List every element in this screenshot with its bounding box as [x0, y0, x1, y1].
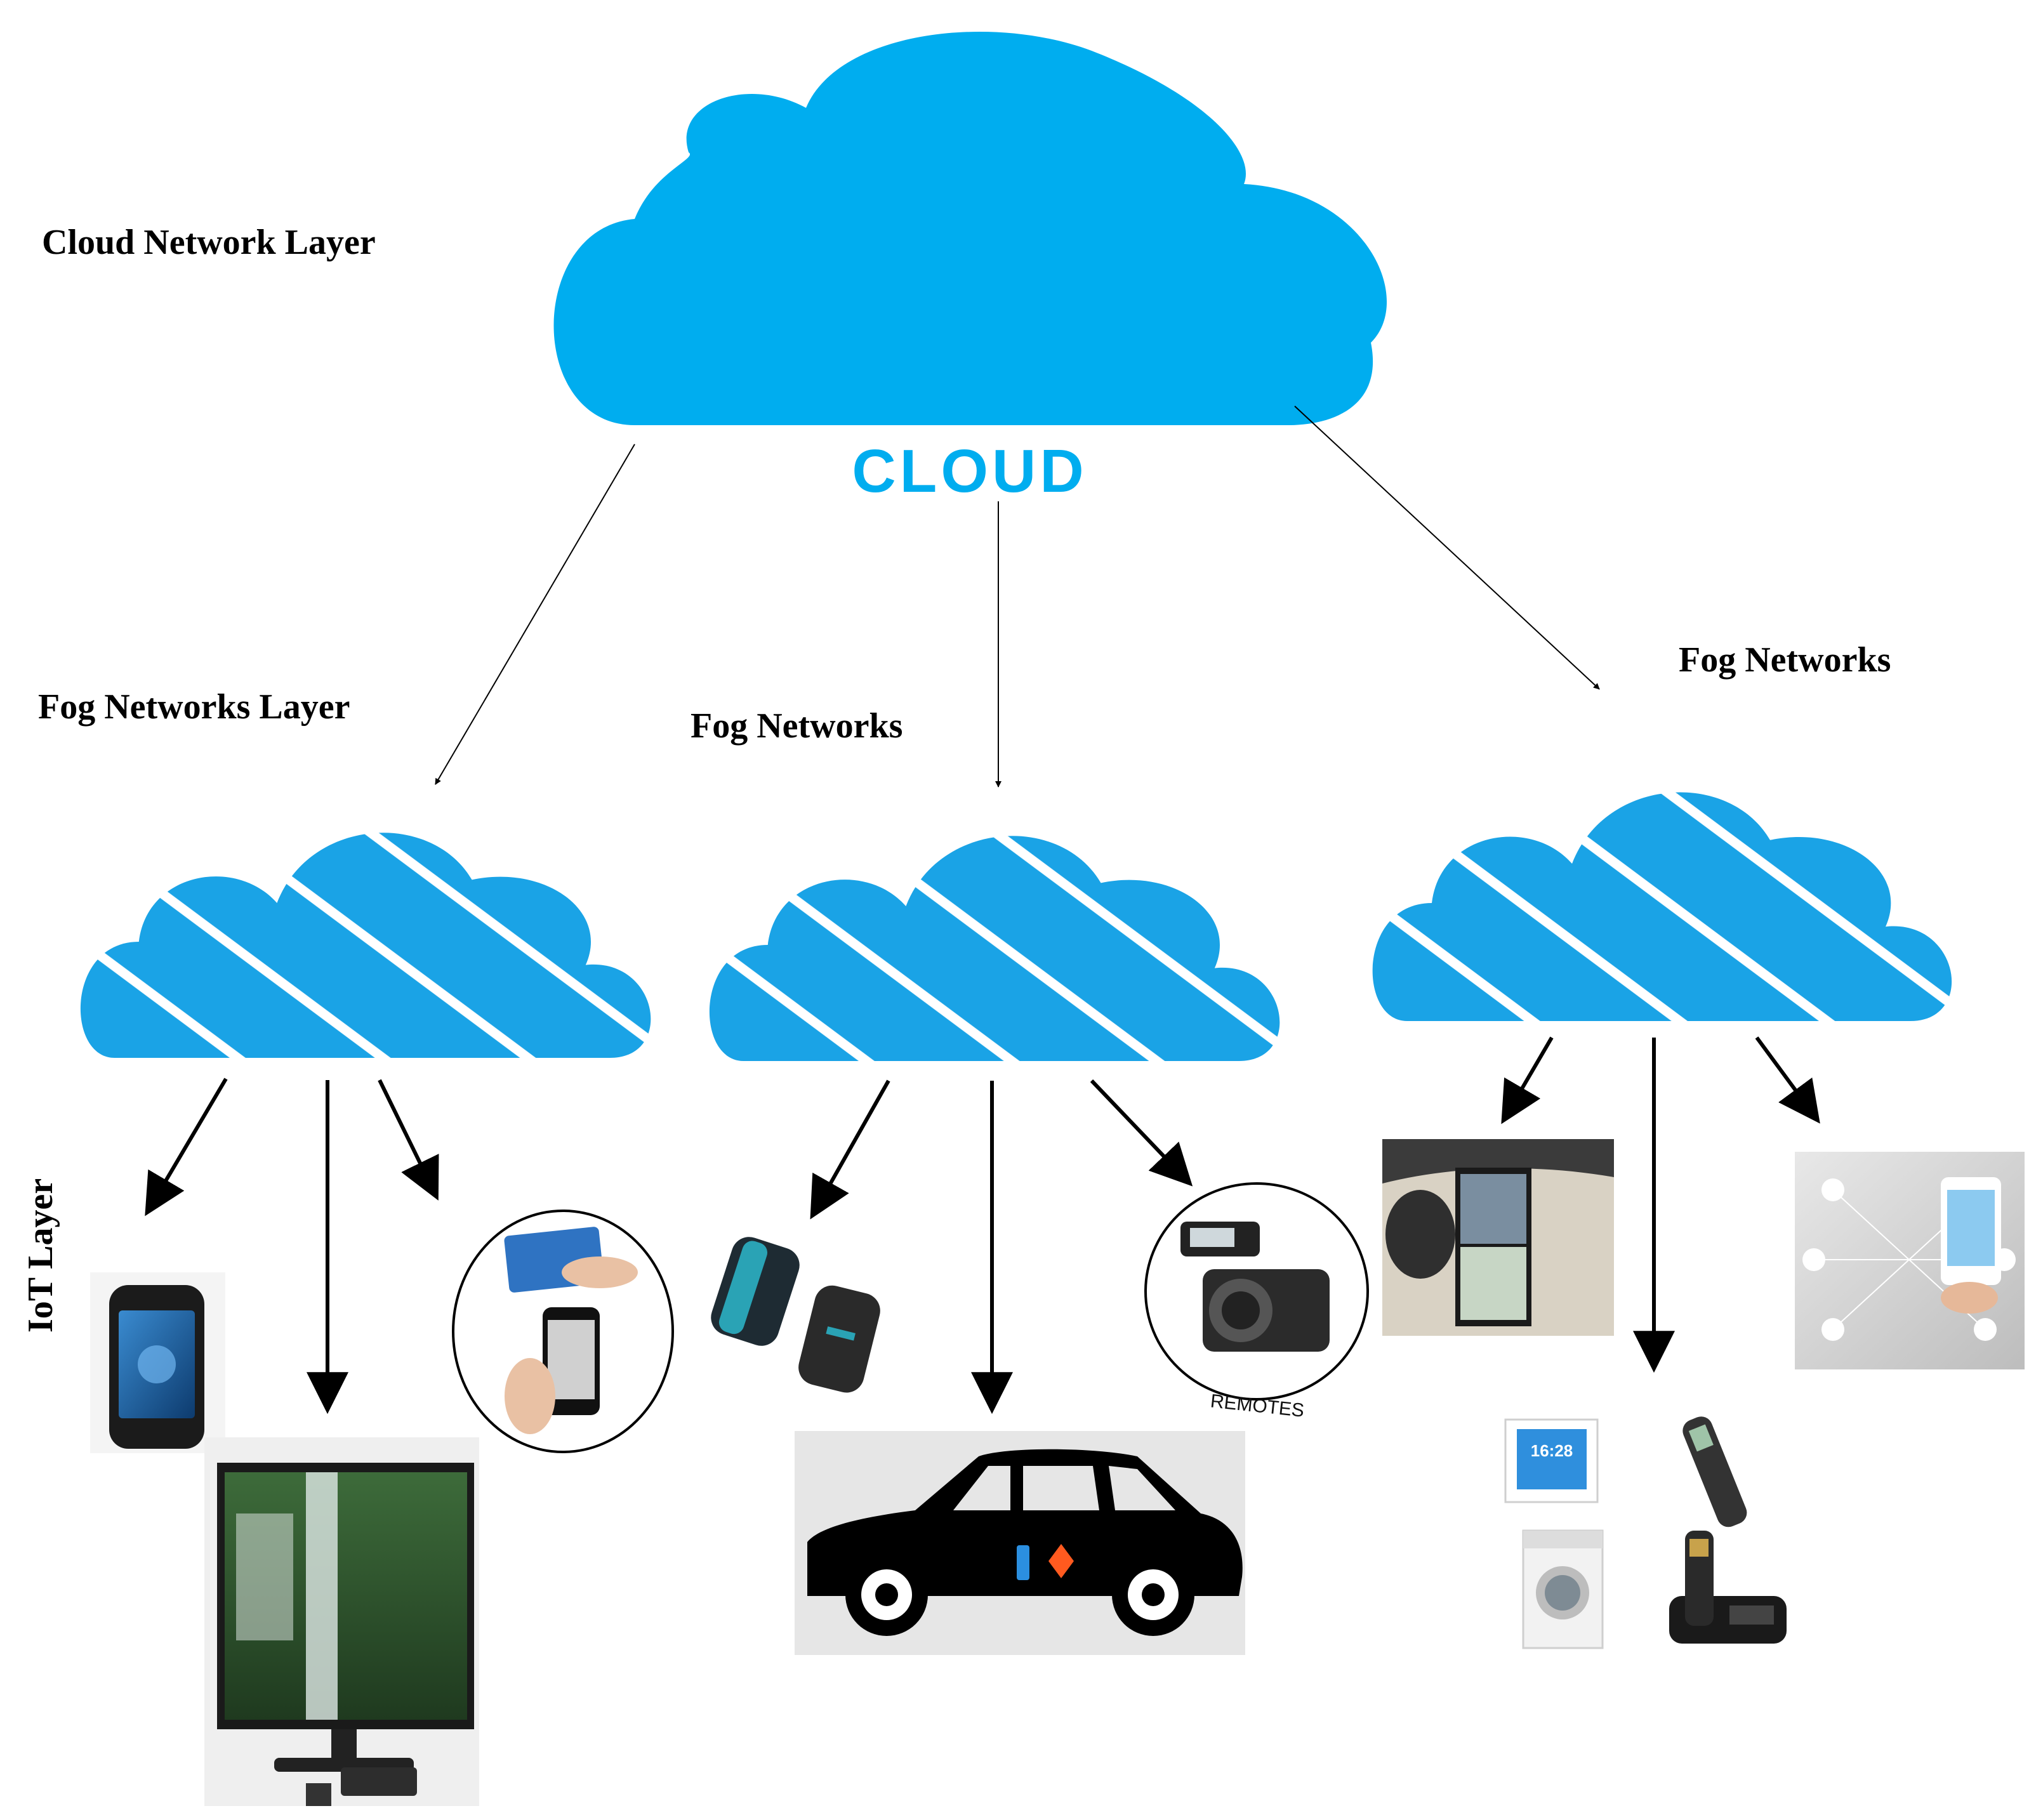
- smartphone-icon: [90, 1272, 225, 1453]
- fog-networks-middle-label: Fog Networks: [691, 706, 902, 746]
- fog-networks-right-label: Fog Networks: [1679, 640, 1891, 680]
- home-appliances-icon: 16:28: [1504, 1416, 1787, 1649]
- wall-tablet-icon: 16:28: [1504, 1418, 1599, 1503]
- washing-machine-icon: [1522, 1529, 1604, 1649]
- tablet-clock: 16:28: [1531, 1441, 1573, 1460]
- card-reader-icon: [452, 1210, 674, 1453]
- smart-home-hub-icon: [1795, 1152, 2025, 1369]
- cloud-to-fog-arrows: [435, 406, 1600, 788]
- fog-cloud-left: [80, 833, 651, 1058]
- arrow-middle-fog-to-wearables: [810, 1079, 890, 1220]
- fog-cloud-right: [1372, 792, 1952, 1021]
- main-cloud: CLOUD: [553, 32, 1387, 505]
- arrow-left-fog-to-phone: [145, 1078, 228, 1217]
- arrow-right-fog-to-car-dashboard: [1501, 1036, 1554, 1124]
- smart-tv-icon: [204, 1437, 479, 1806]
- arrow-cloud-to-left-fog: [435, 444, 635, 785]
- arrow-left-fog-to-card-reader: [378, 1079, 439, 1201]
- universal-remote-icon: [1682, 1416, 1747, 1527]
- cloud-network-layer-label: Cloud Network Layer: [42, 223, 376, 262]
- fog-cloud-middle: [709, 836, 1280, 1061]
- main-cloud-shape: [553, 32, 1387, 425]
- wearable-devices-icon: [711, 1237, 880, 1393]
- fog-networks-layer-label: Fog Networks Layer: [38, 687, 350, 727]
- remotes-icon: REMOTES: [1144, 1182, 1369, 1421]
- fog-to-device-arrows: [145, 1036, 1820, 1414]
- cloud-word: CLOUD: [852, 437, 1087, 505]
- arrow-right-fog-to-smart-home: [1755, 1036, 1820, 1124]
- cordless-phone-icon: [1669, 1531, 1787, 1644]
- arrow-cloud-to-right-fog: [1294, 406, 1600, 690]
- car-dashboard-icon: [1382, 1139, 1614, 1336]
- arrow-middle-fog-to-remotes: [1090, 1079, 1193, 1187]
- connected-car-icon: [795, 1431, 1245, 1655]
- iot-layer-label: IoT Layer: [21, 1178, 60, 1333]
